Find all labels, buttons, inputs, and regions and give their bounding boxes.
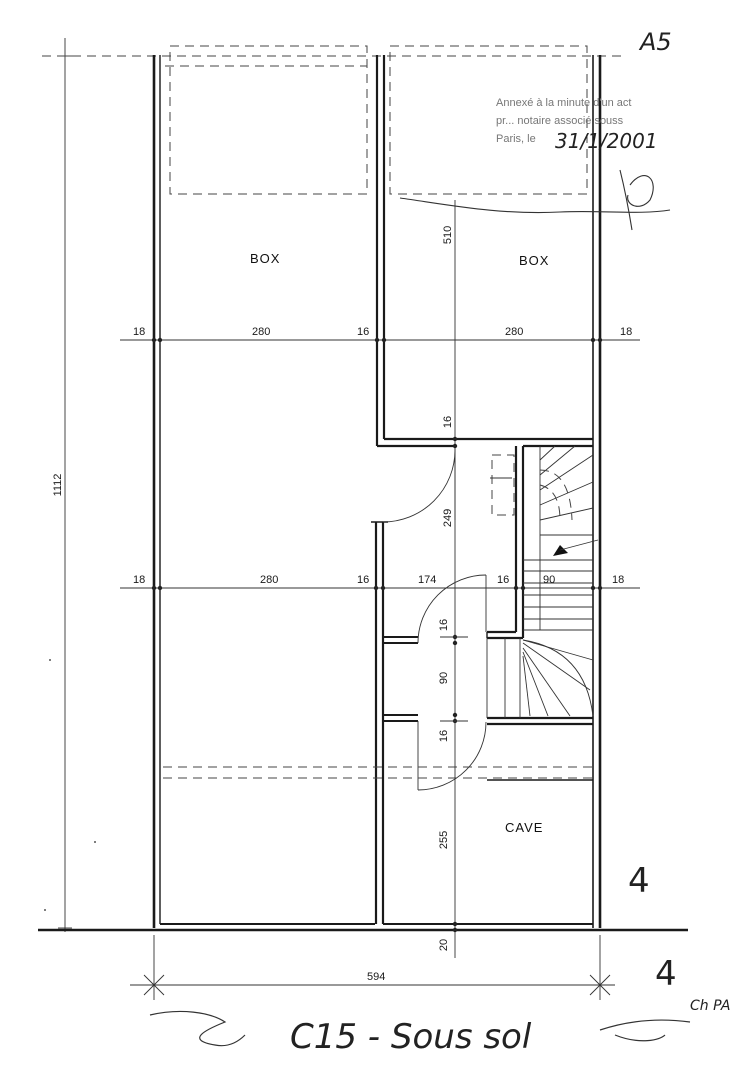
initial-right-2: 4 (655, 954, 677, 994)
notary-stamp: Annexé à la minute d'un act pr... notair… (399, 97, 671, 231)
initials-bottom-right: Ch PA (690, 998, 730, 1014)
initial-right-1: 4 (628, 861, 650, 901)
vertical-dimension-hall (440, 200, 468, 958)
dim-vert-90: 90 (438, 672, 450, 684)
dim-hall-249: 249 (442, 509, 454, 527)
stair-enclosure (486, 445, 599, 726)
car-outlines (163, 45, 593, 779)
dim-bottom-wall: 20 (438, 939, 450, 951)
dim-row1-box-left: 280 (252, 326, 270, 338)
signature-left (149, 1010, 246, 1047)
stair-arrow-icon (553, 545, 568, 556)
dim-row1-left-wall: 18 (133, 326, 145, 338)
dim-box-depth: 510 (442, 226, 454, 244)
dimension-row-2 (120, 585, 640, 591)
dim-row2-mid-wall: 16 (357, 574, 369, 586)
stamp-line-1: Annexé à la minute d'un act (496, 97, 631, 109)
room-label-cave: CAVE (505, 820, 543, 835)
dim-row2-right-wall: 18 (612, 574, 624, 586)
dim-row1-box-right: 280 (505, 326, 523, 338)
middle-wall (371, 55, 593, 924)
dim-vert-16-c: 16 (438, 730, 450, 742)
dim-row2-room: 280 (260, 574, 278, 586)
dim-vert-255: 255 (438, 831, 450, 849)
dim-vert-16-b: 16 (438, 619, 450, 631)
dim-total-height: 1112 (52, 474, 64, 497)
dimension-row-1 (120, 337, 640, 343)
total-width-dimension (130, 935, 615, 1000)
stamp-line-3: Paris, le (496, 133, 536, 145)
dim-row2-stair-wall: 16 (497, 574, 509, 586)
dim-row1-right-wall: 18 (620, 326, 632, 338)
plan-title: C15 - Sous sol (290, 1017, 532, 1057)
notary-signature (399, 169, 671, 231)
dim-row2-left-wall: 18 (133, 574, 145, 586)
dim-row2-hall: 174 (418, 574, 436, 586)
dim-wall-16-a: 16 (442, 416, 454, 428)
dim-total-width: 594 (367, 971, 385, 983)
hall-niches (383, 574, 593, 791)
dim-row2-stair: 90 (543, 574, 555, 586)
signature-right (599, 1019, 691, 1042)
room-label-box-left: BOX (250, 251, 280, 266)
room-label-box-right: BOX (519, 253, 549, 268)
dim-row1-mid-wall: 16 (357, 326, 369, 338)
stamp-date: 31/1/2001 (555, 129, 658, 153)
outer-walls (152, 55, 602, 928)
stamp-line-2: pr... notaire associé souss (496, 115, 624, 127)
page-reference: A5 (638, 28, 672, 56)
